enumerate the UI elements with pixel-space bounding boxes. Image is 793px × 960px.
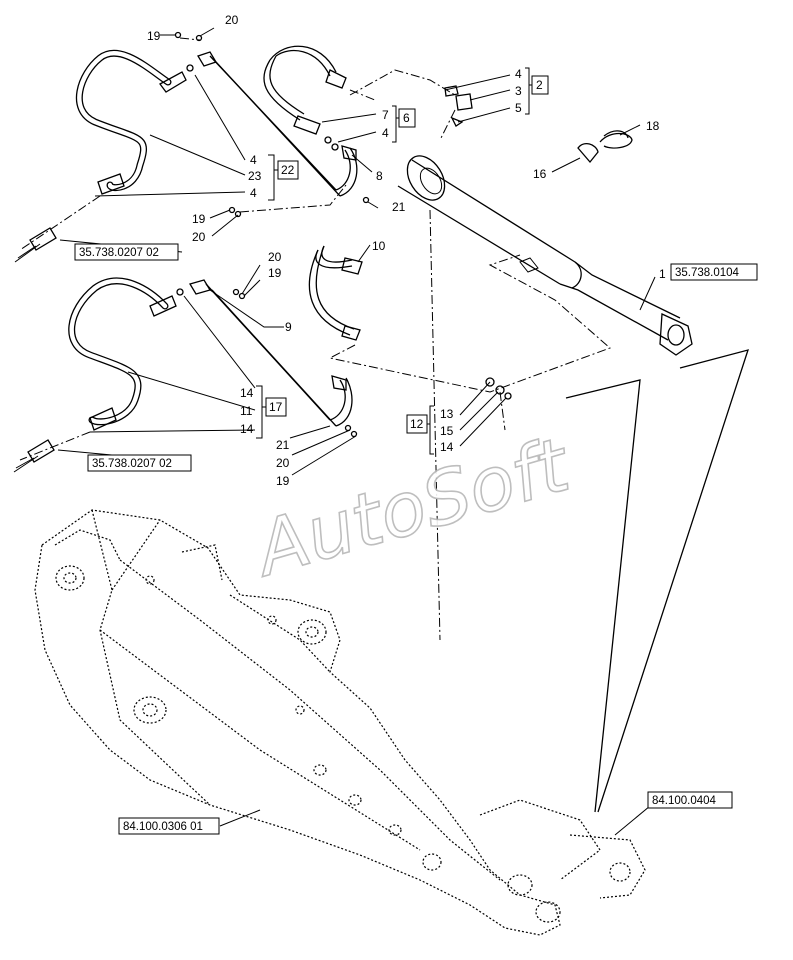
ref-box-hose-top: [74, 243, 179, 261]
callout-21a: 21: [392, 200, 406, 214]
callout-4a: 4: [250, 153, 257, 167]
ref-box-arm: [118, 817, 220, 835]
reference-boxes: 35.738.0207 02 35.738.0207 02 35.738.010…: [74, 243, 758, 835]
ref-box-bracket: [647, 791, 733, 809]
callout-10: 10: [372, 239, 386, 253]
callout-15: 15: [440, 424, 454, 438]
callout-23: 23: [248, 169, 262, 183]
callout-20b: 20: [192, 230, 206, 244]
callout-1: 1: [659, 267, 666, 281]
callouts: 19 20 4 23 4 22 19 20 21 8 7 4 6 4 3 5 2…: [147, 13, 666, 488]
watermark: AutoSoft: [244, 421, 581, 594]
callout-16: 16: [533, 167, 547, 181]
callout-19a: 19: [147, 29, 161, 43]
callout-14a: 14: [240, 386, 254, 400]
callout-4c: 4: [382, 126, 389, 140]
callout-4b: 4: [250, 186, 257, 200]
callout-17: 17: [269, 400, 283, 414]
callout-22: 22: [281, 163, 295, 177]
callout-8: 8: [376, 169, 383, 183]
ref-box-cylinder: [670, 263, 758, 281]
callout-20d: 20: [276, 456, 290, 470]
ref-box-hose-bottom: [87, 454, 192, 472]
callout-2: 2: [536, 78, 543, 92]
callout-21b: 21: [276, 438, 290, 452]
leader-beams: [565, 349, 749, 813]
leader-lines: [57, 27, 656, 836]
hydraulic-cylinder: [397, 155, 693, 641]
callout-5: 5: [515, 101, 522, 115]
boom-arm: [34, 509, 646, 936]
callout-19b: 19: [192, 212, 206, 226]
ref-arm: 84.100.0306 01: [123, 821, 203, 833]
callout-14b: 14: [240, 422, 254, 436]
callout-12: 12: [410, 417, 424, 431]
callout-11: 11: [240, 404, 253, 418]
callout-20c: 20: [268, 250, 282, 264]
top-hose-assembly: [14, 31, 473, 263]
callout-6: 6: [403, 111, 410, 125]
callout-9: 9: [285, 320, 292, 334]
callout-4d: 4: [515, 67, 522, 81]
callout-14c: 14: [440, 440, 454, 454]
bottom-hose-assembly: [13, 245, 611, 473]
ref-hose-top: 35.738.0207 02: [79, 247, 159, 259]
ref-cylinder: 35.738.0104: [675, 267, 740, 279]
callout-20a: 20: [225, 13, 239, 27]
callout-7: 7: [382, 108, 389, 122]
callout-19c: 19: [268, 266, 282, 280]
callout-19d: 19: [276, 474, 290, 488]
callout-3: 3: [515, 84, 522, 98]
callout-18: 18: [646, 119, 660, 133]
callout-13: 13: [440, 407, 454, 421]
parts-16-18: [577, 130, 633, 164]
ref-hose-bottom: 35.738.0207 02: [92, 458, 172, 470]
ref-bracket: 84.100.0404: [652, 795, 717, 807]
